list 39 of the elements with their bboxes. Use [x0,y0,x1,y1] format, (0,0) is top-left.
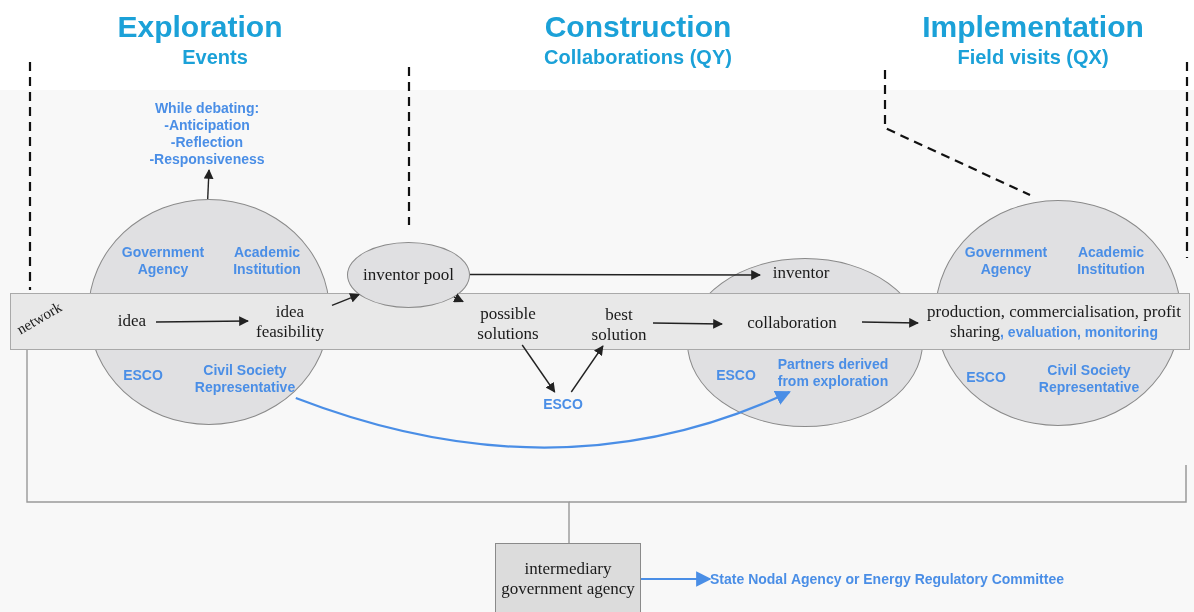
arrow [295,390,791,449]
arrow [641,571,712,587]
arrow [331,293,360,306]
step-label: idea feasibility [248,300,332,344]
arrow [469,270,761,280]
connector-line [26,349,570,544]
step-label: inventor [761,262,841,284]
arrow [570,345,604,393]
arrow [521,344,556,393]
phase-heading: Construction [544,10,732,44]
actor-label: ESCO [113,363,173,387]
arrow [861,317,919,328]
actor-label: Government Agency [953,241,1059,281]
step-label: idea [108,308,156,334]
arrow [155,316,249,326]
actor-label: State Nodal Agency or Energy Regulatory Committee [710,567,1130,591]
actor-label: ESCO [708,363,764,387]
actor-label: While debating: -Anticipation -Reflection -Responsiveness [135,98,279,170]
arrow [452,293,464,303]
actor-label: Academic Institution [219,241,315,281]
actor-label: Academic Institution [1061,241,1161,281]
phase-subheading: Events [182,46,248,69]
actor-label: ESCO [958,365,1014,389]
actor-label: ESCO [540,392,586,416]
actor-label: Civil Society Representative [187,359,303,399]
phase-subheading: Field visits (QX) [957,46,1109,69]
actor-label: Government Agency [111,241,215,281]
agency-box: intermediary government agency [495,543,641,612]
phase-heading: Implementation [922,10,1144,44]
arrow [652,318,723,329]
phase-heading: Exploration [117,10,283,44]
actor-label: Partners derived from exploration [767,353,899,393]
phase-subheading: Collaborations (QY) [544,46,732,69]
step-label: best solution [584,303,654,347]
arrow [203,169,214,200]
network-band [10,293,1190,350]
step-label: collaboration [722,310,862,336]
actor-label: Civil Society Representative [1031,359,1147,399]
stage-text: production, commercialisation, profit sharing, evaluation, monitoring [918,298,1190,346]
